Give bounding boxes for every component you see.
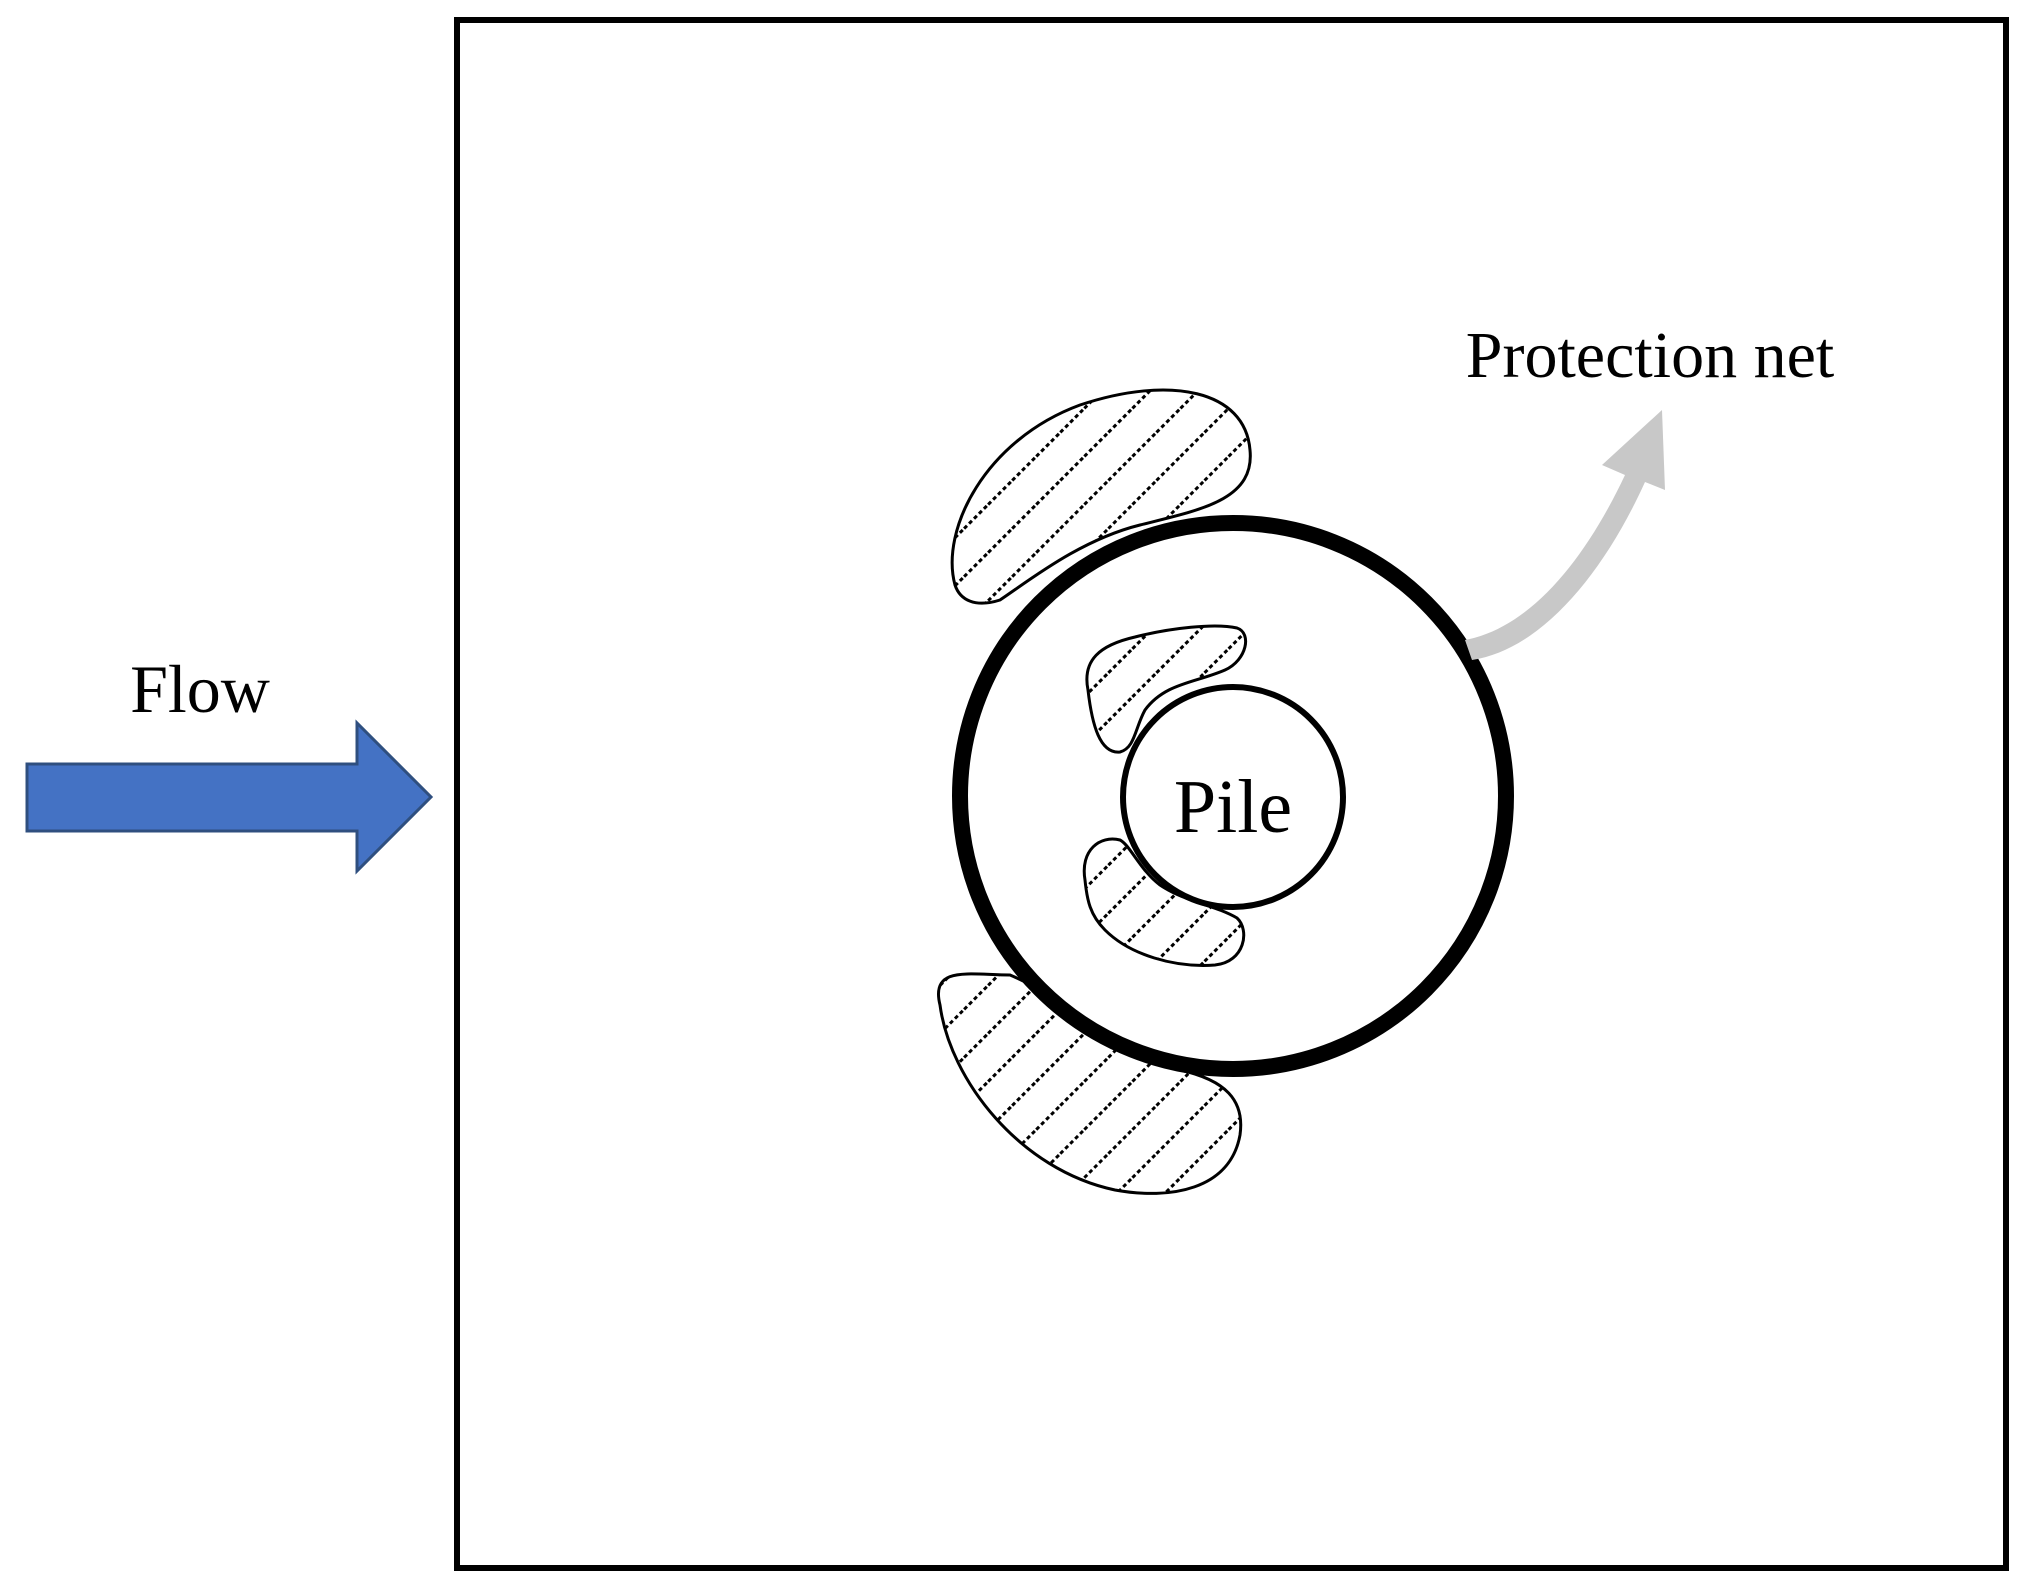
outer-scour-zone-bottom: [937, 972, 1243, 1195]
inner-scour-zone-top: [1085, 624, 1247, 754]
flow-label: Flow: [130, 651, 270, 727]
domain-box: [454, 17, 2009, 1571]
flow-arrow-icon: [25, 719, 434, 875]
inner-scour-zone-bottom: [1082, 837, 1246, 967]
protection-net-label: Protection net: [1466, 319, 1834, 392]
outer-scour-zone-top: [950, 388, 1252, 605]
pile-label: Pile: [1174, 765, 1292, 849]
pile-circle: [1120, 684, 1346, 910]
protection-net-pointer-arrow-icon: [1465, 410, 1665, 660]
